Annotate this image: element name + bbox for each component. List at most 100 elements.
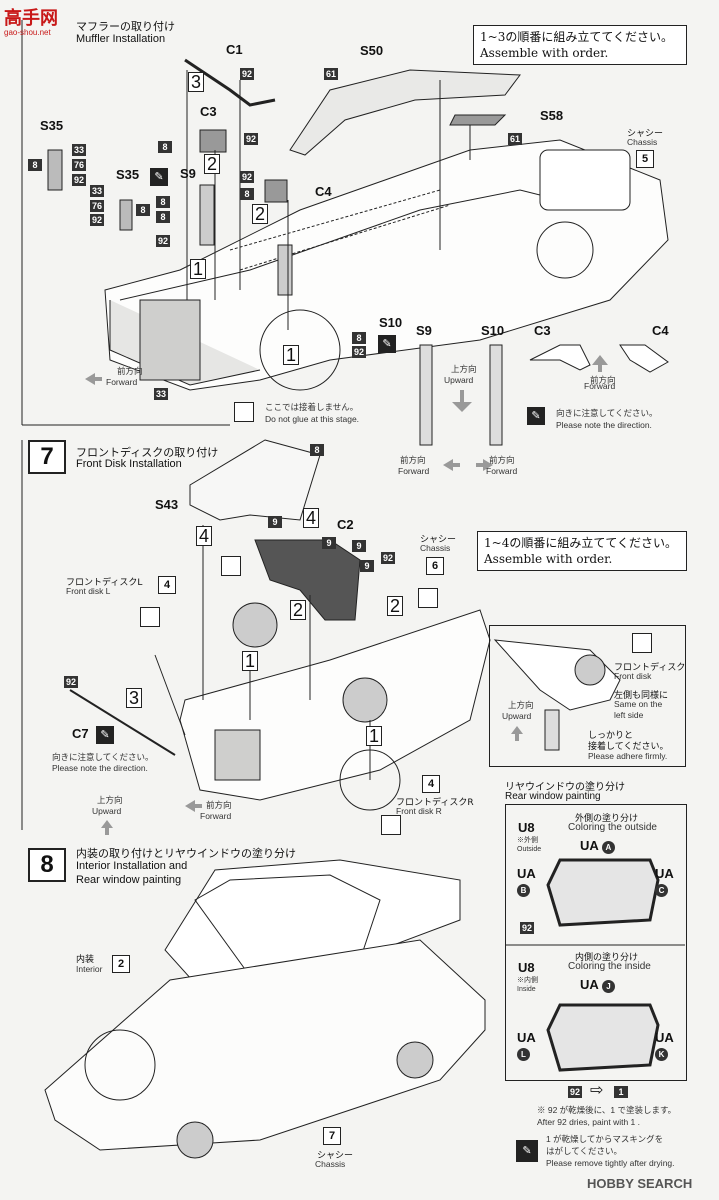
part-label-s35-b: S35 [116,167,140,182]
detail-label-s10: S10 [481,323,505,338]
arrow-right-icon: ⇨ [590,1082,604,1099]
forward-label-en-5: Forward [200,811,232,821]
color-ua-top-outside: UA A [580,838,615,854]
no-glue-icon [632,633,652,653]
num-92-window-inside: 92 [568,1086,582,1098]
disk-r-label-jp: フロントディスクR [396,798,474,808]
chassis-part-number: 5 [636,150,654,168]
direction-note-jp-2: 向きに注意してください。 [52,752,154,762]
upward-label-en-3: Upward [502,711,532,721]
no-glue-jp: ここでは接着しません。 [265,402,359,412]
step8-title-en-1: Interior Installation and [76,860,188,872]
num-9-c: 9 [352,540,366,552]
chassis-label-jp: シャシー [627,129,664,139]
u8-inside-jp: ※内側 [517,977,538,984]
order-step-2c: 2 [290,600,306,620]
color-u8-inside: U8 [518,960,535,975]
forward-label-en-4: Forward [486,466,518,476]
chassis-label-en-2: Chassis [420,543,451,553]
paint-brush-icon: ✎ [96,726,114,744]
rear-window-title-jp: リヤウインドウの塗り分け [505,782,625,793]
step7-title-jp: フロントディスクの取り付け [76,446,219,459]
order-step-3b: 3 [126,688,142,708]
part-label-s35-a: S35 [40,118,64,133]
forward-label-jp-2: 前方向 [590,375,616,385]
detail-label-c4: C4 [652,323,669,338]
num-9-b: 9 [322,537,336,549]
part-label-c7: C7 [72,726,89,741]
step6-title-en: Muffler Installation [76,33,166,45]
firm-note-jp-1: しっかりと [588,731,634,741]
order-step-3: 3 [188,72,204,92]
num-61-b: 61 [508,133,522,145]
paint-brush-icon: ✎ [527,407,545,425]
step6-order-note: 1~3の順番に組み立ててください。 Assemble with order. [473,25,687,65]
direction-note-en-2: Please note the direction. [52,763,148,773]
no-glue-icon [234,402,254,422]
num-92-d: 92 [72,174,86,186]
num-76-b: 76 [90,200,104,212]
disk-r-part-number: 4 [422,775,440,793]
upward-label-jp-3: 上方向 [508,700,534,710]
chassis-part-number-3: 7 [323,1127,341,1145]
dry-note-en: After 92 dries, paint with 1 . [537,1117,640,1127]
detail-disk-jp: フロントディスク [614,663,686,673]
chassis-label-jp-3: シャシー [317,1151,354,1161]
num-76-a: 76 [72,159,86,171]
order-step-4b: 4 [303,508,319,528]
mask-note-en: Please remove tightly after drying. [546,1158,675,1168]
step7-title-en: Front Disk Installation [76,458,182,470]
outside-title-en: Coloring the outside [568,822,657,833]
rear-window-panel [505,804,687,1081]
num-9-d: 9 [360,560,374,572]
forward-label-en-2: Forward [584,381,616,391]
disk-l-label-jp: フロントディスクL [66,578,143,588]
num-92-window-outside: 92 [520,922,534,934]
part-label-c3: C3 [200,104,217,119]
outside-title-jp: 外側の塗り分け [575,814,639,824]
num-8-f: 8 [136,204,150,216]
direction-note-en: Please note the direction. [556,420,652,430]
disk-r-label-en: Front disk R [396,806,442,816]
order-step-1b: 1 [283,345,299,365]
upward-label-en: Upward [444,375,474,385]
num-92-e: 92 [156,235,170,247]
firm-note-en: Please adhere firmly. [588,751,668,761]
part-label-s58: S58 [540,108,564,123]
u8-inside-en: Inside [517,986,536,993]
num-92-a: 92 [240,68,254,80]
num-92-c: 92 [240,171,254,183]
num-8-h: 8 [310,444,324,456]
num-1-window: 1 [614,1086,628,1098]
watermark-logo: HOBBY SEARCH [587,1176,693,1191]
part-label-s43: S43 [155,497,179,512]
paint-brush-icon: ✎ [378,335,396,353]
u8-outside-en: Outside [517,846,542,853]
disk-l-part-number: 4 [158,576,176,594]
step8-title-en-2: Rear window painting [76,874,182,886]
detail-label-c3: C3 [534,323,551,338]
upward-label-en-2: Upward [92,806,122,816]
chassis-label-en-3: Chassis [315,1159,346,1169]
upward-label-jp-2: 上方向 [97,795,123,805]
same-note-en-1: Same on the [614,699,663,709]
num-33-a: 33 [72,144,86,156]
part-label-s9: S9 [180,166,196,181]
interior-part-number: 2 [112,955,130,973]
num-9-a: 9 [268,516,282,528]
num-8-a: 8 [158,141,172,153]
num-92-b: 92 [244,133,258,145]
u8-outside-jp: ※外側 [517,837,538,844]
step-7-number: 7 [28,440,66,474]
firm-note-jp-2: 接着してください。 [588,742,669,752]
num-61-a: 61 [324,68,338,80]
forward-label-en: Forward [106,377,138,387]
num-33-c: 33 [154,388,168,400]
part-label-c2: C2 [337,517,354,532]
forward-label-jp-5: 前方向 [206,800,232,810]
num-92-f: 92 [90,214,104,226]
